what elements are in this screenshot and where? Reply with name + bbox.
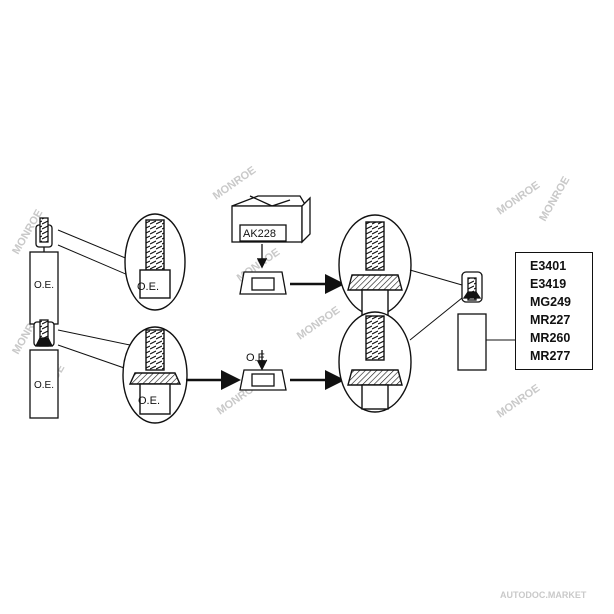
kit-box [231,195,311,269]
shock-absorber-bottom-left [29,319,131,419]
shock-absorber-top-left [29,217,136,325]
part-number-5: MR260 [530,331,571,345]
corner-watermark: AUTODOC.MARKET [500,590,587,600]
oe-label-detail-top: O.E. [137,281,159,293]
shock-absorber-right [409,269,515,371]
oe-detail-top [124,213,186,311]
watermark-9: MONROE [537,175,572,224]
part-number-list: E3401 E3419 MG249 MR227 MR260 MR277 [515,252,593,370]
oe-bump-stop [186,350,345,391]
installed-detail-bottom [338,311,412,413]
kit-box-label: AK228 [243,228,276,240]
watermark-8: MONROE [495,179,542,217]
part-number-1: E3401 [530,259,567,273]
oe-detail-bottom [122,326,188,424]
oe-label-shock-bottom: O.E. [34,380,54,391]
part-number-4: MR227 [530,313,571,327]
part-number-6: MR277 [530,349,571,363]
watermark-10: MONROE [495,382,542,420]
kit-bump-stop [239,271,345,295]
oe-label-detail-bottom: O.E. [138,395,160,407]
oe-label-bump-stop: O.E. [246,352,268,364]
oe-label-shock-top: O.E. [34,280,54,291]
part-number-3: MG249 [530,295,571,309]
installed-detail-top [338,214,412,317]
watermark-7: MONROE [295,304,342,342]
part-number-2: E3419 [530,277,567,291]
